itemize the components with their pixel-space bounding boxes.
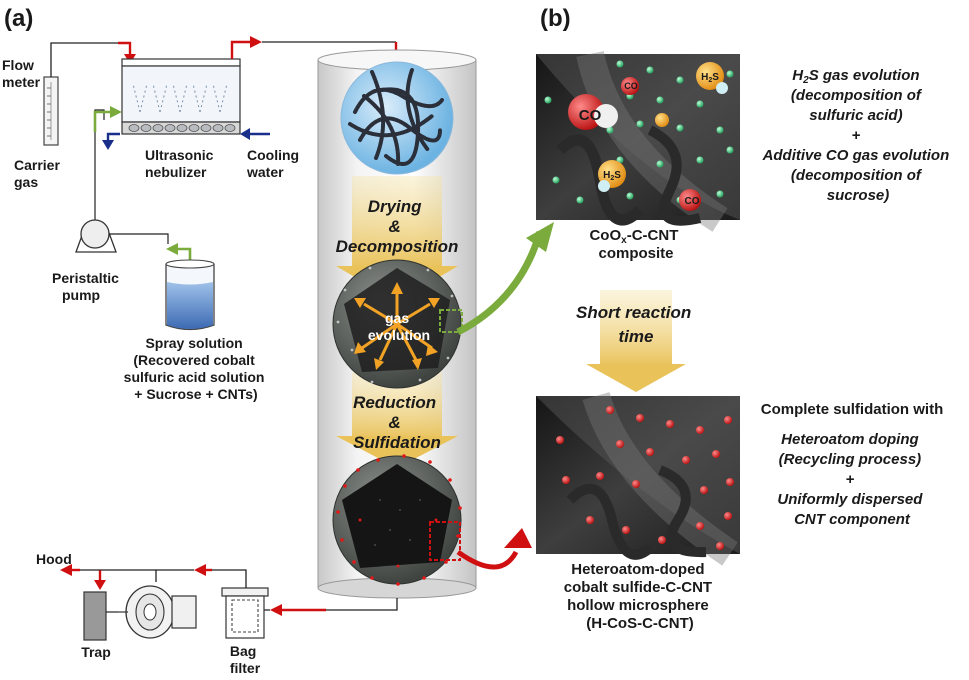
gas-evolution-notes: H2S gas evolution (decomposition of sulf… (762, 67, 954, 204)
intermediate-composite-label: CoOx-C-CNT composite (589, 227, 682, 262)
gas-line-in (50, 42, 118, 77)
flow-meter-label: Flow meter (2, 57, 41, 90)
product-headline: Complete sulfidation with (761, 401, 944, 418)
peristaltic-pump (75, 219, 117, 253)
panel-label-b: (b) (540, 5, 571, 32)
ultrasonic-nebulizer (121, 58, 241, 135)
trap (83, 591, 107, 641)
red-curved-arrow (456, 528, 532, 570)
carrier-gas-label: Carrier gas (14, 157, 64, 190)
bag-filter-label: Bag filter (230, 643, 261, 676)
h2s-molecule-label: H2S (701, 72, 719, 84)
product-notes: Heteroatom doping (Recycling process) + … (777, 431, 926, 528)
trap-label: Trap (81, 644, 111, 660)
short-reaction-label: Short reaction time (576, 303, 696, 346)
hood-label: Hood (36, 551, 72, 567)
flow-meter (43, 76, 59, 146)
pump-label: Peristaltic pump (52, 270, 123, 303)
cnt-droplet (340, 61, 454, 175)
co-molecule-label-small: CO (624, 81, 638, 91)
hollow-microsphere (332, 454, 462, 586)
final-product-label: Heteroatom-doped cobalt sulfide-C-CNT ho… (564, 561, 717, 632)
stage-reduction-sulfidation: Reduction & Sulfidation (353, 393, 441, 452)
co-molecule-label: CO (579, 107, 602, 124)
pump-to-solution-line (109, 233, 192, 262)
gas-evolution-label: gas evolution (368, 310, 430, 343)
hood-line (60, 564, 156, 613)
short-reaction-arrow (586, 290, 686, 392)
cooling-water-label: Cooling water (246, 147, 303, 180)
bag-filter (221, 587, 269, 639)
nebulizer-label: Ultrasonic nebulizer (145, 147, 217, 180)
spray-solution-label: Spray solution (Recovered cobalt sulfuri… (124, 335, 269, 402)
cooling-water-arrows (102, 128, 270, 150)
gas-evolution-sphere (332, 259, 463, 389)
vacuum-pump (118, 585, 197, 639)
panel-label-a: (a) (4, 5, 33, 32)
exhaust-line (155, 564, 247, 588)
h2s-molecule-label-lower: H2S (603, 170, 621, 182)
green-arrow-solution-feed (93, 106, 122, 222)
outlet-line (245, 598, 398, 616)
intermediate-composite-image: CO CO CO H2S H2S (536, 50, 740, 232)
green-curved-arrow (456, 222, 554, 336)
spray-solution-beaker (165, 259, 215, 331)
stage-drying-decomposition: Drying & Decomposition (336, 197, 459, 256)
final-product-image (536, 391, 740, 566)
co-molecule-label-bottom: CO (685, 196, 700, 207)
